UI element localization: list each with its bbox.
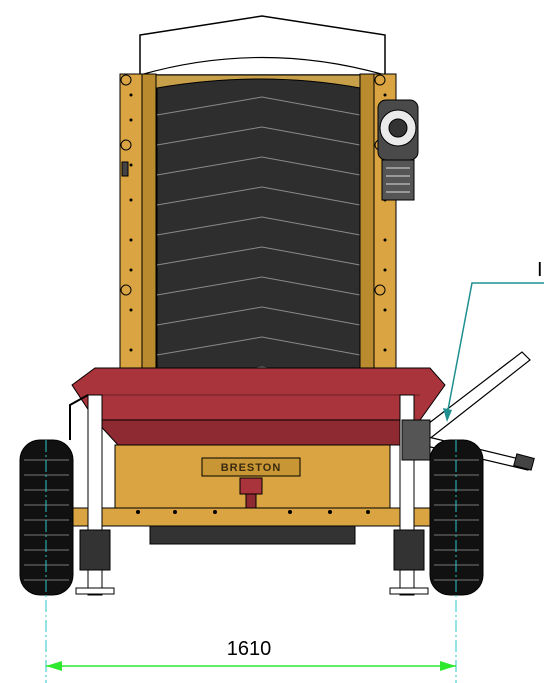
left-frame-rail bbox=[119, 73, 157, 401]
arrow-left-icon bbox=[46, 661, 62, 671]
wheel-centerlines bbox=[45, 440, 457, 683]
drive-motor bbox=[377, 99, 419, 201]
left-jack-stand bbox=[69, 394, 115, 596]
callout-leader: I bbox=[443, 259, 544, 422]
callout-text: I bbox=[537, 259, 543, 281]
top-cover bbox=[139, 15, 386, 76]
dimension-value: 1610 bbox=[227, 638, 272, 660]
conveyor-belt bbox=[142, 74, 379, 396]
brand-label: BRESTON bbox=[221, 462, 282, 474]
dimension-line: 1610 bbox=[46, 638, 456, 671]
base-frame: BRESTON bbox=[71, 444, 433, 545]
arrow-right-icon bbox=[440, 661, 456, 671]
hopper bbox=[71, 367, 446, 446]
